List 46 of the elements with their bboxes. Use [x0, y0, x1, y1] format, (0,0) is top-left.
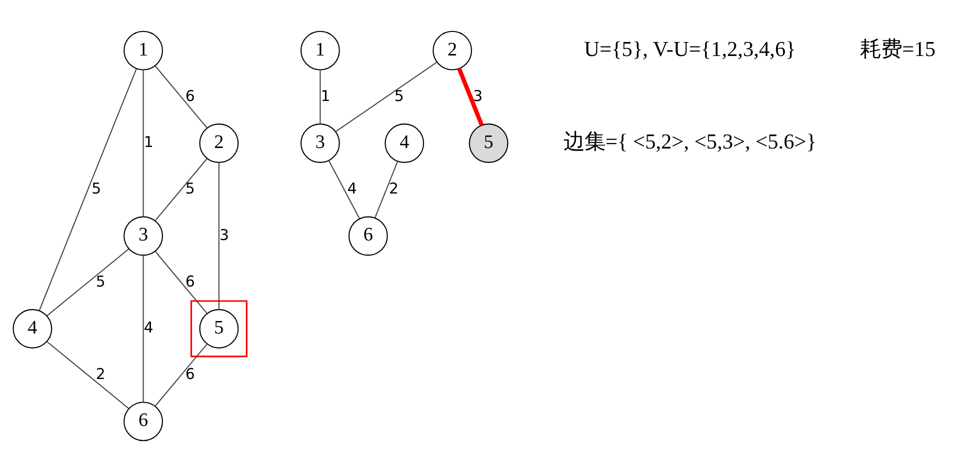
- node-circle: 1: [123, 30, 162, 70]
- edge-label: 4: [143, 318, 153, 336]
- label: 耗费=15: [860, 36, 935, 60]
- connector: [46, 340, 129, 408]
- edge-label: 5: [95, 272, 105, 290]
- connector: [154, 64, 207, 128]
- cluster: [190, 300, 247, 357]
- edge-label: 3: [472, 86, 482, 104]
- node-circle: 6: [123, 401, 162, 441]
- connector: [142, 254, 144, 402]
- edge-label: 5: [394, 86, 404, 104]
- connector: [319, 69, 320, 124]
- edge-label: 5: [184, 179, 194, 198]
- edge-label: 5: [91, 179, 101, 198]
- edge-label: 4: [346, 179, 356, 198]
- edge-label: 1: [320, 86, 330, 104]
- node-circle: 2: [432, 30, 472, 70]
- label: 边集={ <5,2>, <5,3>, <5.6>}: [563, 129, 816, 154]
- edge-label: 1: [143, 132, 153, 151]
- connector: [374, 160, 398, 218]
- connector: [335, 61, 436, 132]
- edge-label: 2: [95, 364, 105, 383]
- node-circle: 2: [198, 123, 238, 162]
- edge-label: 3: [219, 225, 229, 244]
- connector: [154, 158, 208, 220]
- edge-label: 6: [184, 364, 194, 383]
- node-circle: 6: [348, 216, 388, 256]
- node-circle: 3: [123, 216, 162, 256]
- node-circle: 4: [12, 308, 52, 348]
- connector: [218, 162, 219, 309]
- edge-label: 2: [388, 179, 398, 198]
- edge-label: 6: [184, 86, 194, 104]
- connector: [38, 68, 136, 310]
- connector: [142, 69, 144, 216]
- node-circle: 3: [300, 123, 340, 162]
- node-circle: 5: [468, 123, 508, 162]
- label: U={5}, V-U={1,2,3,4,6}: [584, 36, 796, 60]
- edge-label: 6: [184, 272, 194, 290]
- connector: [46, 248, 129, 316]
- connector: [154, 250, 207, 314]
- node-circle: 5: [198, 308, 238, 348]
- connector: [456, 67, 484, 126]
- connector: [328, 160, 360, 218]
- node-circle: 4: [384, 123, 424, 162]
- node-circle: 1: [300, 30, 340, 70]
- connector: [154, 343, 208, 406]
